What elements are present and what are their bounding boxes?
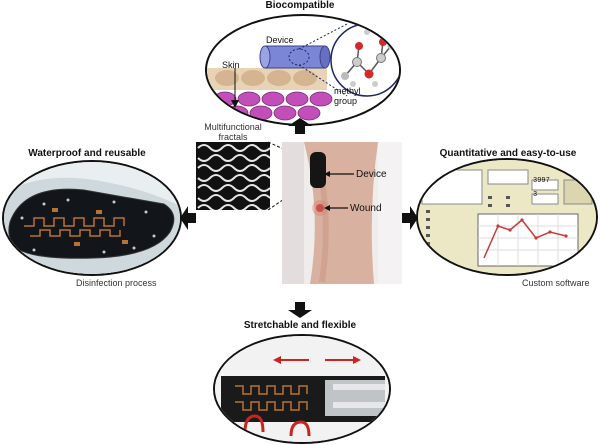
biocompatible-panel — [205, 14, 401, 126]
down-arrow — [288, 302, 312, 318]
fractals-caption: Multifunctional fractals — [204, 122, 262, 142]
waterproof-device-image — [4, 162, 180, 274]
software-panel — [416, 158, 598, 276]
stretchable-panel — [213, 334, 391, 444]
biocompatible-illustration — [207, 23, 399, 121]
stretchable-device-image — [215, 336, 389, 442]
wound-label: Wound — [350, 203, 382, 214]
software-field-b: 3 — [533, 191, 538, 199]
title-quantitative: Quantitative and easy-to-use — [439, 148, 577, 159]
skin-label: Skin — [222, 60, 240, 70]
waterproof-panel — [2, 160, 182, 276]
center-photo — [282, 142, 402, 284]
methyl-group-label: methyl group — [334, 86, 361, 106]
up-arrow — [288, 118, 312, 134]
title-biocompatible: Biocompatible — [265, 0, 335, 11]
fractal-pattern — [196, 142, 270, 210]
title-stretchable: Stretchable and flexible — [243, 320, 357, 331]
title-waterproof: Waterproof and reusable — [28, 148, 146, 159]
software-screenshot — [418, 160, 596, 274]
device-label-photo: Device — [356, 169, 387, 180]
software-caption: Custom software — [522, 278, 590, 288]
right-arrow — [402, 206, 418, 230]
software-field-a: 3997 — [533, 177, 550, 185]
left-arrow — [180, 206, 196, 230]
device-label-top: Device — [266, 35, 294, 45]
disinfection-caption: Disinfection process — [76, 278, 157, 288]
